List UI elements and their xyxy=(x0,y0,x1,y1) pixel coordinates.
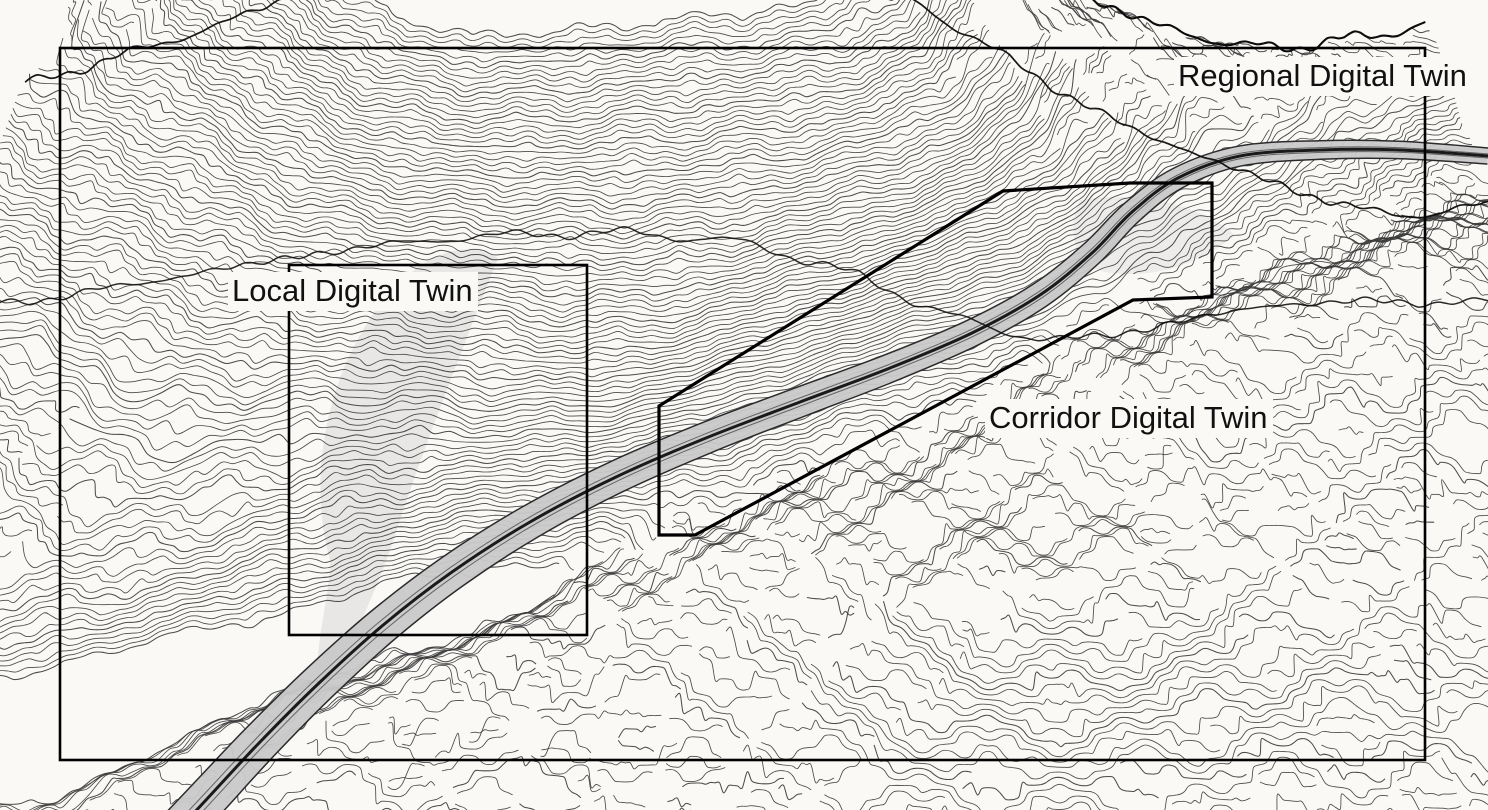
local-extent-label-text: Local Digital Twin xyxy=(228,272,478,311)
local-extent-label: Local Digital Twin xyxy=(228,275,478,306)
corridor-extent-label: Corridor Digital Twin xyxy=(985,402,1273,433)
regional-extent-label: Regional Digital Twin xyxy=(1174,60,1472,91)
regional-extent-label-text: Regional Digital Twin xyxy=(1174,57,1472,96)
corridor-extent-label-text: Corridor Digital Twin xyxy=(985,399,1273,438)
